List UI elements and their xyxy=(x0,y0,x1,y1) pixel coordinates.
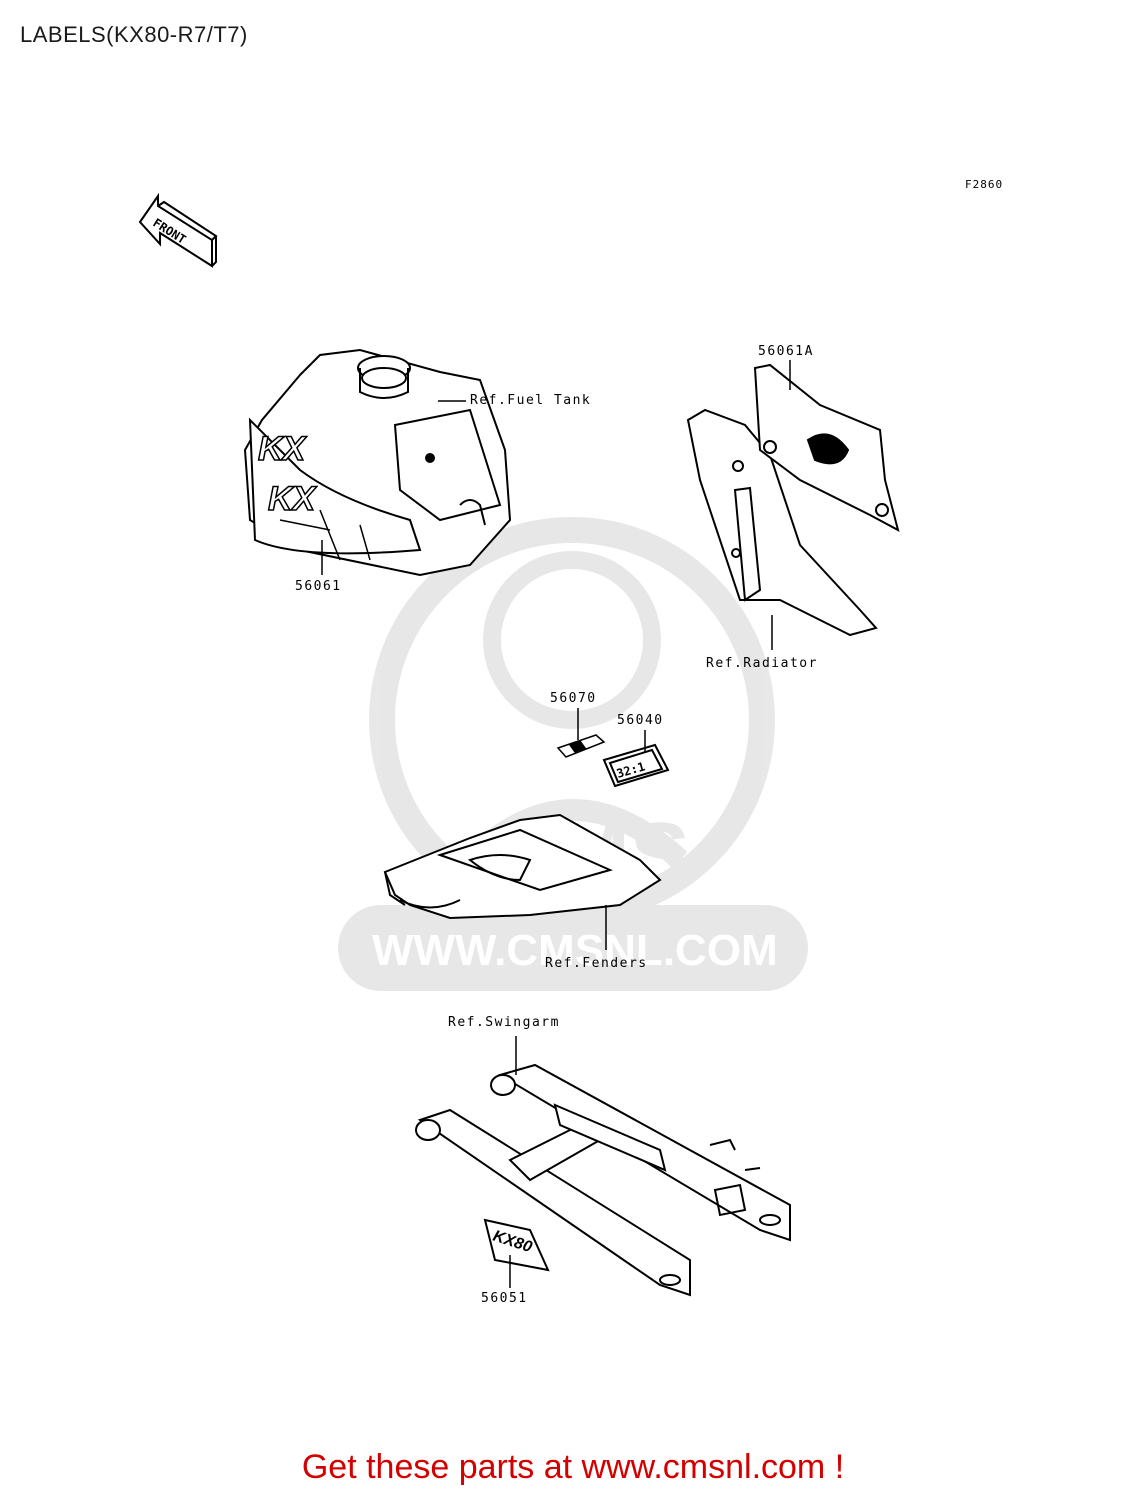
label-part-56061: 56061 xyxy=(295,579,342,594)
rear-fender-drawing xyxy=(383,813,662,920)
label-part-56051: 56051 xyxy=(481,1291,528,1306)
label-ref-radiator: Ref.Radiator xyxy=(706,656,818,671)
label-part-56061a: 56061A xyxy=(758,344,814,359)
kx-decal-text-2: KX xyxy=(268,480,318,518)
label-ref-swingarm: Ref.Swingarm xyxy=(448,1015,560,1030)
cms-watermark: CMS WWW.CMSNL.COM xyxy=(338,517,808,991)
label-ref-fenders: Ref.Fenders xyxy=(545,956,648,971)
parts-diagram: CMS WWW.CMSNL.COM FRONT KX KX xyxy=(138,192,900,1297)
parts-link-banner[interactable]: Get these parts at www.cmsnl.com ! xyxy=(301,1448,845,1486)
fuel-tank-drawing: KX KX xyxy=(243,348,512,577)
label-part-56070: 56070 xyxy=(550,691,597,706)
label-ref-fuel-tank: Ref.Fuel Tank xyxy=(470,393,592,408)
decal-56051-drawing: KX80 xyxy=(483,1218,550,1272)
radiator-shroud-drawing xyxy=(686,363,900,637)
kx-decal-text: KX xyxy=(258,430,308,468)
figure-code: F2860 xyxy=(965,178,1004,191)
swingarm-drawing xyxy=(415,1063,791,1297)
decal-56070-drawing xyxy=(556,734,606,758)
front-arrow-icon: FRONT xyxy=(138,192,218,268)
label-part-56040: 56040 xyxy=(617,713,664,728)
page-title: LABELS(KX80-R7/T7) xyxy=(20,22,248,47)
watermark-text: WWW.CMSNL.COM xyxy=(372,926,778,975)
decal-56040-drawing: 32:1 xyxy=(602,743,670,788)
